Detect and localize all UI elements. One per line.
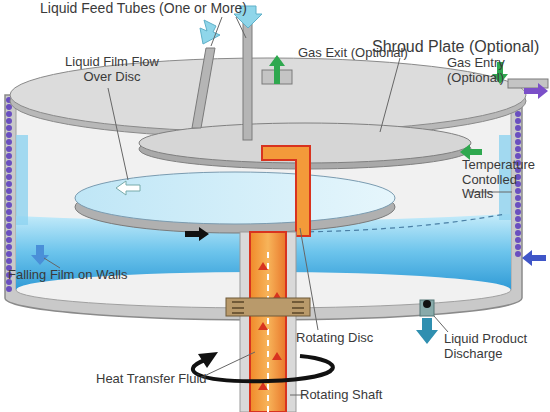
feed-tube: [243, 22, 252, 140]
discharge-pipe: [420, 300, 434, 316]
callout-label: Liquid Film Flow Over Disc: [52, 55, 172, 84]
callout-label: Temperature Contolled Walls: [462, 158, 548, 202]
coolant-out-arrow: [524, 83, 548, 99]
flow-arrows: [258, 262, 282, 390]
leader-line: [236, 17, 246, 38]
callout-label: Falling Film on Walls: [8, 268, 178, 283]
leader-line: [211, 17, 222, 46]
fluid-flow-arrow: [185, 227, 209, 241]
fluid-line: [267, 250, 269, 412]
feed-tube: [192, 48, 215, 128]
rotation-arrow: [193, 356, 333, 381]
leader-line: [200, 352, 255, 378]
film-flow-arrow: [116, 181, 140, 195]
rotating-shaft: [250, 232, 286, 412]
disc-surface: [75, 172, 395, 224]
leader-line: [108, 88, 128, 180]
bearing-detail: [232, 302, 304, 313]
discharge-arrow: [416, 318, 438, 344]
leader-line: [44, 258, 60, 268]
leader-line: [300, 228, 318, 330]
discharge-valve: [423, 300, 431, 308]
rotation-arrowhead: [198, 352, 218, 368]
wall-coil: [6, 100, 12, 290]
callout-label: Heat Transfer Fluid: [96, 372, 246, 387]
feed-arrow: [200, 20, 220, 44]
callout-label: Liquid Feed Tubes (One or More): [40, 1, 340, 17]
heat-pipe: [262, 146, 310, 236]
shaft-housing: [240, 232, 296, 412]
gas-exit-arrow: [269, 55, 285, 84]
callout-label: Gas Exit (Optional): [298, 46, 438, 61]
bearing: [226, 298, 310, 316]
callout-label: Rotating Disc: [296, 331, 406, 346]
callout-label: Rotating Shaft: [300, 388, 420, 403]
falling-film-arrow: [31, 245, 49, 265]
falling-film: [16, 135, 28, 225]
coolant-in-arrow: [522, 250, 546, 266]
leader-line: [380, 58, 400, 132]
callout-label: Gas Entry (Optional): [447, 56, 527, 85]
leader-line: [434, 316, 448, 332]
leader-lines: [44, 17, 512, 395]
callout-label: Liquid Product Discharge: [444, 332, 544, 361]
